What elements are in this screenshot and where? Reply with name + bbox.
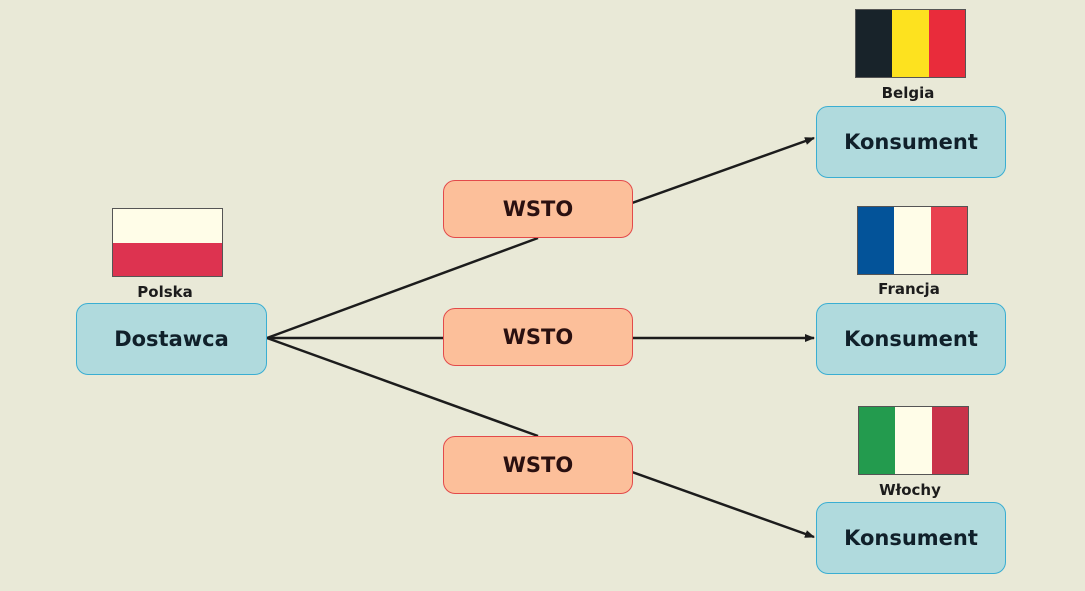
edge-supplier-wsto-3	[266, 336, 539, 438]
consumer-node-wlochy: Konsument	[816, 502, 1006, 574]
flag-stripe	[859, 407, 896, 474]
flag-stripe	[894, 207, 931, 274]
wsto-node-3: WSTO	[443, 436, 633, 494]
consumer-node-francja: Konsument	[816, 303, 1006, 375]
edge-supplier-wsto-1	[266, 236, 539, 340]
country-label-francja: Francja	[878, 280, 940, 298]
supplier-node: Dostawca	[76, 303, 267, 375]
arrow-wsto-1-consumer	[631, 136, 815, 205]
flag-stripe	[113, 209, 222, 243]
flag-stripe	[892, 10, 929, 77]
flag-stripe	[856, 10, 893, 77]
flag-stripe	[930, 207, 967, 274]
flag-stripe	[931, 407, 968, 474]
country-label-wlochy: Włochy	[879, 481, 941, 499]
country-label-belgia: Belgia	[881, 84, 935, 102]
france-flag	[857, 206, 968, 275]
italy-flag	[858, 406, 969, 475]
wsto-node-2: WSTO	[443, 308, 633, 366]
wsto-node-1: WSTO	[443, 180, 633, 238]
flag-stripe	[858, 207, 895, 274]
arrow-wsto-3-consumer	[631, 470, 815, 539]
consumer-node-belgia: Konsument	[816, 106, 1006, 178]
country-label-polska: Polska	[137, 283, 193, 301]
poland-flag	[112, 208, 223, 277]
flag-stripe	[928, 10, 965, 77]
belgium-flag	[855, 9, 966, 78]
flag-stripe	[113, 242, 222, 276]
flag-stripe	[895, 407, 932, 474]
